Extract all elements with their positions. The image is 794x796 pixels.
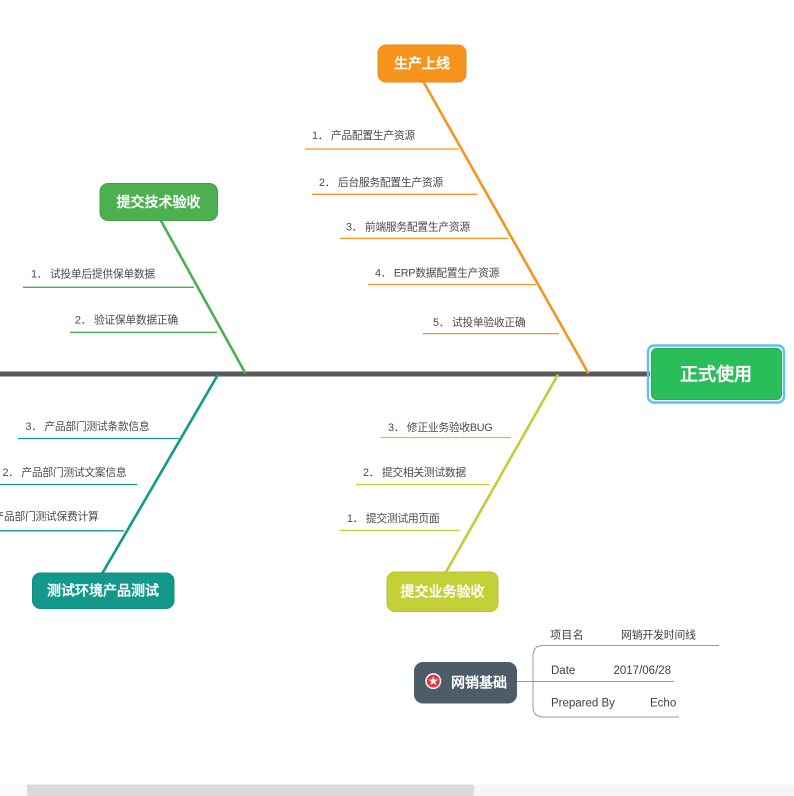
svg-text:测试环境产品测试: 测试环境产品测试 <box>47 583 159 599</box>
svg-text:1． 提交测试用页面: 1． 提交测试用页面 <box>347 511 440 525</box>
svg-text:3． 产品部门测试条款信息: 3． 产品部门测试条款信息 <box>26 419 150 433</box>
svg-text:网销基础: 网销基础 <box>451 675 507 691</box>
svg-text:网销开发时间线: 网销开发时间线 <box>621 628 696 642</box>
svg-text:产品部门测试保费计算: 产品部门测试保费计算 <box>0 509 99 523</box>
svg-text:1． 产品配置生产资源: 1． 产品配置生产资源 <box>312 128 415 142</box>
svg-text:正式使用: 正式使用 <box>680 364 752 385</box>
svg-text:3． 前端服务配置生产资源: 3． 前端服务配置生产资源 <box>346 220 470 234</box>
svg-text:生产上线: 生产上线 <box>394 56 450 72</box>
svg-text:5． 试投单验收正确: 5． 试投单验收正确 <box>433 315 525 329</box>
svg-text:Prepared By: Prepared By <box>551 698 615 710</box>
svg-text:3． 修正业务验收BUG: 3． 修正业务验收BUG <box>388 420 492 434</box>
svg-text:1． 试投单后提供保单数据: 1． 试投单后提供保单数据 <box>31 267 155 281</box>
svg-text:2． 后台服务配置生产资源: 2． 后台服务配置生产资源 <box>319 175 443 189</box>
svg-text:2． 提交相关测试数据: 2． 提交相关测试数据 <box>363 465 466 479</box>
svg-text:2． 产品部门测试文案信息: 2． 产品部门测试文案信息 <box>3 465 127 479</box>
svg-text:项目名: 项目名 <box>550 628 584 642</box>
svg-text:2017/06/28: 2017/06/28 <box>614 665 672 677</box>
svg-text:提交业务验收: 提交业务验收 <box>401 584 486 600</box>
svg-text:提交技术验收: 提交技术验收 <box>117 194 202 210</box>
svg-text:Date: Date <box>551 665 575 677</box>
svg-text:4． ERP数据配置生产资源: 4． ERP数据配置生产资源 <box>375 266 500 280</box>
svg-text:2． 验证保单数据正确: 2． 验证保单数据正确 <box>75 313 178 327</box>
svg-text:Echo: Echo <box>650 698 676 710</box>
